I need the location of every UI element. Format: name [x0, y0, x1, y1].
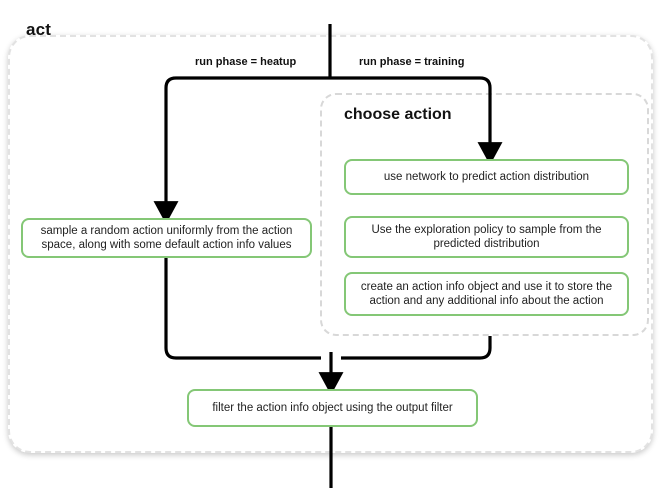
edge-label-training: run phase = training [355, 56, 469, 68]
node-create-action-info[interactable]: create an action info object and use it … [344, 272, 629, 316]
edge-label-heatup: run phase = heatup [191, 56, 301, 68]
act-title: act [26, 20, 52, 39]
node-use-network-predict[interactable]: use network to predict action distributi… [344, 159, 629, 195]
choose-action-title: choose action [344, 106, 452, 123]
node-exploration-policy[interactable]: Use the exploration policy to sample fro… [344, 216, 629, 258]
node-output-filter[interactable]: filter the action info object using the … [187, 389, 478, 427]
node-sample-random-action[interactable]: sample a random action uniformly from th… [21, 218, 312, 258]
